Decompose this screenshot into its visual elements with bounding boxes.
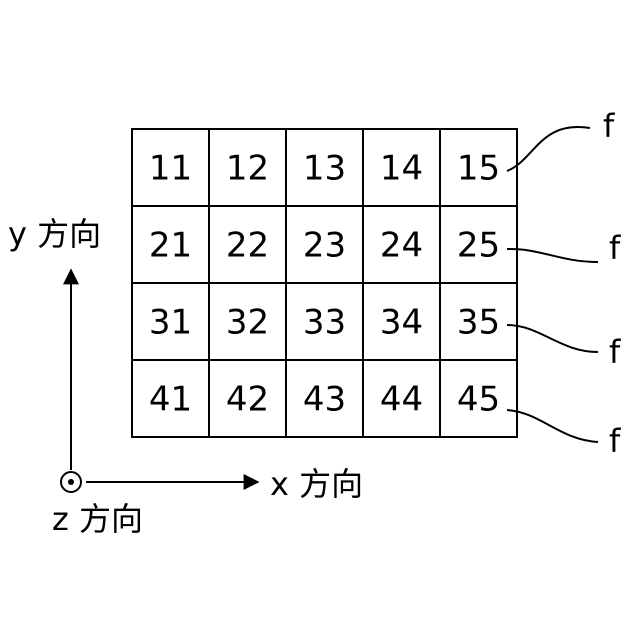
leader-label-2: f xyxy=(609,229,621,267)
leader-line-1 xyxy=(507,127,590,171)
grid-cell-label: 12 xyxy=(226,149,269,189)
grid-cell-label: 15 xyxy=(457,149,500,189)
grid-cell-label: 33 xyxy=(303,303,346,343)
leader-lines: f f f f xyxy=(507,107,621,460)
leader-label-4: f xyxy=(609,422,621,460)
leader-line-4 xyxy=(507,410,598,442)
grid-cell-label: 44 xyxy=(380,380,423,420)
out-of-page-dot-icon xyxy=(61,472,81,492)
x-direction-label: x 方向 xyxy=(270,465,363,503)
grid-cell-label: 35 xyxy=(457,303,500,343)
grid-cell-label: 25 xyxy=(457,226,500,266)
y-direction-label: y 方向 xyxy=(8,215,101,253)
grid-cell-label: 43 xyxy=(303,380,346,420)
grid-cell-label: 24 xyxy=(380,226,423,266)
leader-line-3 xyxy=(507,325,598,352)
grid-cell-label: 11 xyxy=(149,149,192,189)
grid-cell-label: 13 xyxy=(303,149,346,189)
grid-cell-label: 23 xyxy=(303,226,346,266)
grid-cell-label: 32 xyxy=(226,303,269,343)
leader-label-1: f xyxy=(603,107,615,145)
grid-cell-label: 45 xyxy=(457,380,500,420)
cell-grid: 11 12 13 14 15 21 22 23 24 25 31 32 33 34 35 41 42 43 44 45 xyxy=(132,129,517,437)
grid-cell-label: 34 xyxy=(380,303,423,343)
z-direction-label: z 方向 xyxy=(52,500,143,538)
grid-cell-label: 41 xyxy=(149,380,192,420)
grid-cell-label: 22 xyxy=(226,226,269,266)
grid-cell-label: 21 xyxy=(149,226,192,266)
leader-line-2 xyxy=(507,249,598,262)
leader-label-3: f xyxy=(609,333,621,371)
grid-cell-label: 42 xyxy=(226,380,269,420)
grid-cell-label: 31 xyxy=(149,303,192,343)
grid-cell-label: 14 xyxy=(380,149,423,189)
